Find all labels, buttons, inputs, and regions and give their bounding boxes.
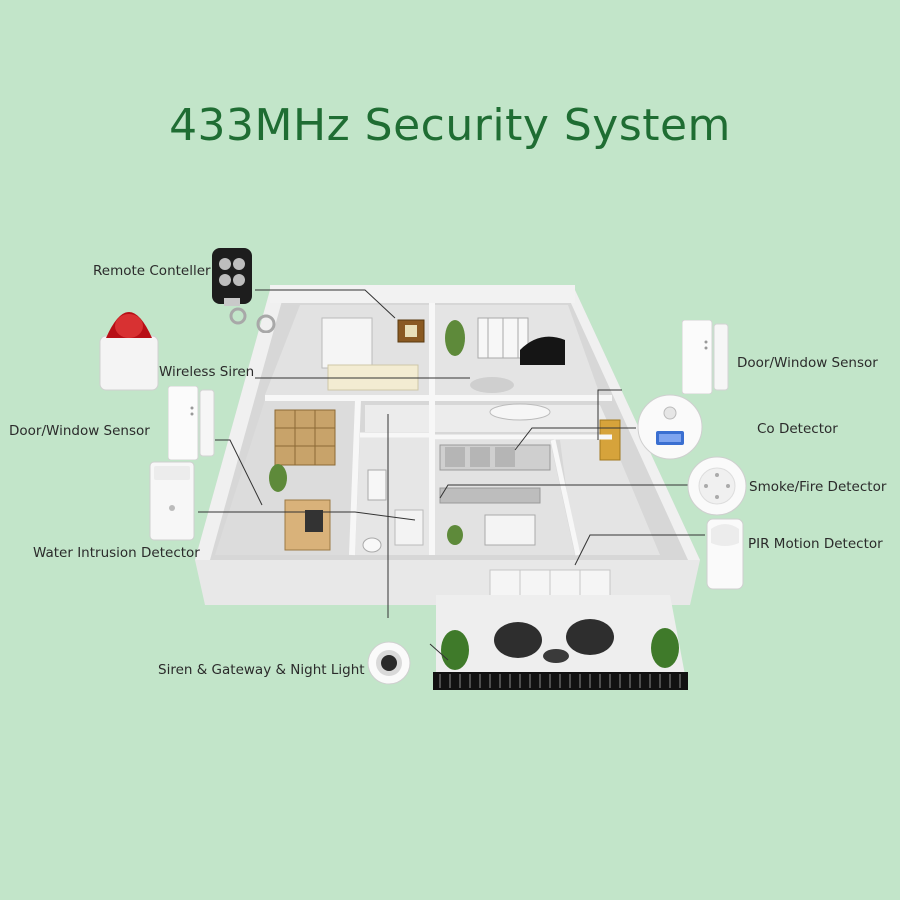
label-remote-controller: Remote Conteller bbox=[93, 263, 211, 279]
bookshelf bbox=[274, 409, 336, 466]
siren-icon bbox=[99, 312, 159, 391]
line-door-right bbox=[597, 389, 622, 440]
balcony-floor bbox=[436, 595, 685, 675]
line-gateway-balcony bbox=[429, 643, 449, 661]
line-co bbox=[514, 427, 636, 451]
line-smoke bbox=[439, 484, 688, 499]
label-wireless-siren: Wireless Siren bbox=[159, 364, 255, 380]
water-intrusion-detector-device bbox=[148, 460, 196, 546]
page-title: 433MHz Security System bbox=[169, 100, 731, 151]
dining-table bbox=[484, 514, 536, 546]
label-smoke-fire-detector: Smoke/Fire Detector bbox=[749, 479, 887, 495]
pir-motion-detector-device bbox=[705, 517, 745, 595]
label-door-window-sensor-right: Door/Window Sensor bbox=[737, 355, 878, 371]
label-door-window-sensor-left: Door/Window Sensor bbox=[9, 423, 150, 439]
smoke-detector-icon bbox=[687, 456, 747, 516]
label-siren-gateway: Siren & Gateway & Night Light bbox=[158, 662, 365, 678]
side-door bbox=[599, 419, 621, 461]
pir-sensor-icon bbox=[706, 518, 744, 590]
line-water bbox=[198, 511, 416, 521]
balcony-plant-left bbox=[441, 630, 469, 670]
remote-controller-device bbox=[212, 248, 276, 334]
hall-table bbox=[489, 403, 551, 421]
line-door-left bbox=[215, 439, 263, 506]
siren-gateway-device bbox=[367, 641, 411, 689]
bath-sink bbox=[394, 509, 424, 546]
wardrobe bbox=[321, 317, 373, 369]
gateway-icon bbox=[367, 641, 411, 685]
wireless-siren-device bbox=[98, 296, 160, 396]
remote-icon bbox=[212, 248, 276, 334]
label-pir-motion-detector: PIR Motion Detector bbox=[748, 536, 883, 552]
grand-piano bbox=[520, 336, 565, 365]
shower bbox=[367, 469, 387, 501]
back-wall bbox=[270, 285, 575, 303]
door-sensor-icon bbox=[167, 385, 215, 461]
kitchen-island bbox=[439, 487, 541, 504]
label-co-detector: Co Detector bbox=[757, 421, 838, 437]
label-water-intrusion-detector: Water Intrusion Detector bbox=[33, 545, 200, 561]
smoke-fire-detector-device bbox=[686, 455, 748, 521]
plant-study bbox=[269, 464, 287, 492]
chair bbox=[305, 510, 323, 532]
line-remote bbox=[255, 289, 396, 319]
water-sensor-icon bbox=[149, 461, 195, 541]
line-pir bbox=[574, 534, 705, 566]
plant-living bbox=[445, 320, 465, 356]
left-wall bbox=[195, 290, 285, 560]
pointer-lines bbox=[198, 289, 705, 661]
co-detector-icon bbox=[637, 394, 703, 460]
door-sensor-icon bbox=[681, 319, 729, 395]
door-window-sensor-left-device bbox=[167, 385, 216, 464]
co-detector-device bbox=[636, 393, 704, 465]
right-room-floor bbox=[560, 440, 660, 555]
plant-kitchen bbox=[447, 525, 463, 545]
balcony-chair-1 bbox=[494, 622, 542, 658]
balcony-table bbox=[543, 649, 569, 663]
toilet bbox=[362, 537, 382, 553]
balcony-plant-right bbox=[651, 628, 679, 668]
rug bbox=[470, 377, 514, 393]
right-wall bbox=[565, 290, 700, 560]
balcony-chair-2 bbox=[566, 619, 614, 655]
door-window-sensor-right-device bbox=[681, 319, 730, 398]
